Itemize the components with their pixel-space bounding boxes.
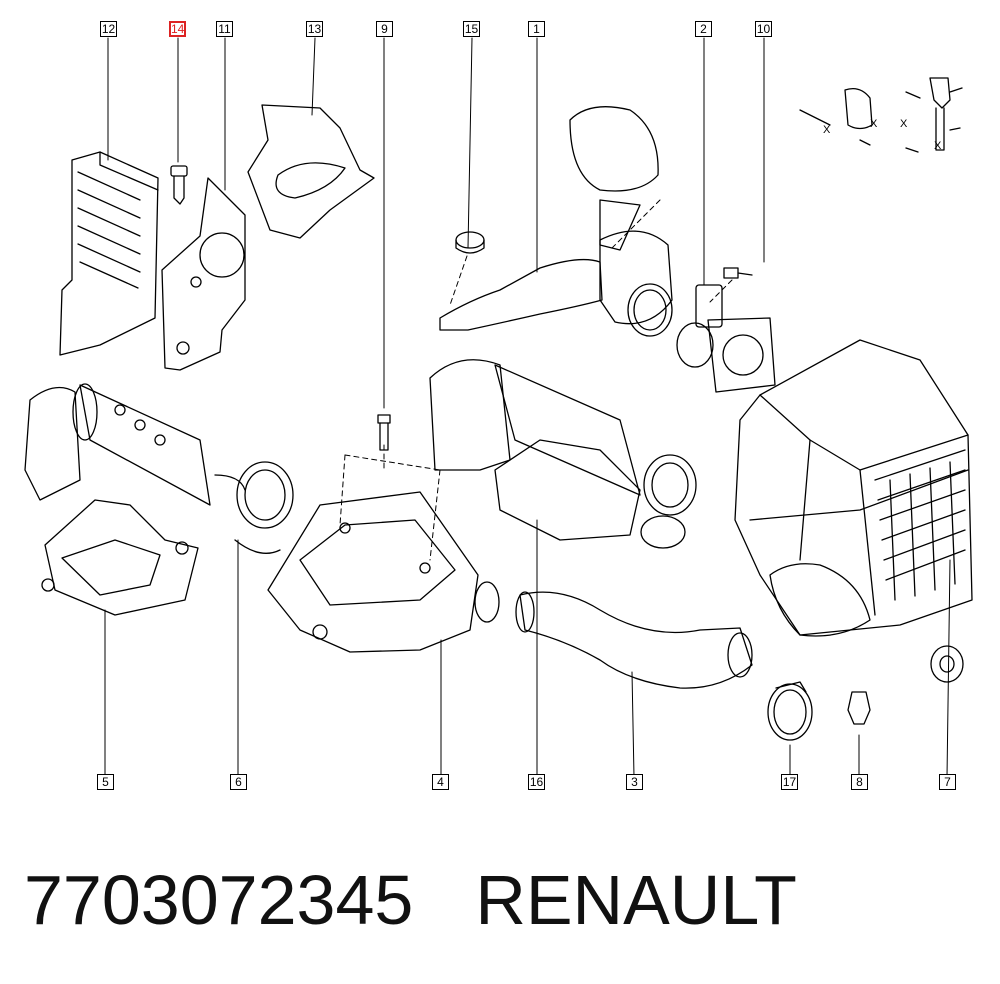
callout-6: 6 [230, 774, 247, 790]
air-box-4 [267, 491, 500, 653]
bolt-10 [723, 267, 753, 279]
callout-16: 16 [528, 774, 545, 790]
hose-3 [515, 591, 753, 689]
callout-10: 10 [755, 21, 772, 37]
intake-hose-1 [439, 106, 673, 337]
clip-14 [170, 165, 188, 205]
part-number: 7703072345 [24, 861, 414, 939]
callout-8: 8 [851, 774, 868, 790]
callout-3: 3 [626, 774, 643, 790]
callout-17: 17 [781, 774, 798, 790]
exploded-parts-diagram [24, 37, 973, 778]
x-mark: X [870, 118, 878, 130]
callout-1: 1 [528, 21, 545, 37]
grommet-8 [847, 691, 871, 725]
x-mark: X [823, 124, 831, 136]
resonator-16 [429, 359, 697, 549]
x-mark: X [934, 140, 942, 152]
shield-13 [247, 104, 375, 239]
callout-15: 15 [463, 21, 480, 37]
callout-11: 11 [216, 21, 233, 37]
screw-9 [377, 414, 391, 451]
callout-7: 7 [939, 774, 956, 790]
brand-name: RENAULT [475, 861, 797, 939]
callout-2: 2 [695, 21, 712, 37]
callout-4: 4 [432, 774, 449, 790]
callout-13: 13 [306, 21, 323, 37]
bracket-11 [161, 177, 246, 371]
resonator-6 [24, 383, 294, 554]
sensor-2 [676, 284, 776, 393]
heat-shield-12 [59, 151, 159, 356]
x-mark: X [900, 118, 908, 130]
callout-14-highlighted: 14 [169, 21, 186, 37]
bush-7 [930, 645, 964, 683]
air-filter-housing [734, 339, 973, 637]
callout-9: 9 [376, 21, 393, 37]
leader-lines [104, 37, 951, 778]
cover-5 [41, 499, 199, 616]
callout-5: 5 [97, 774, 114, 790]
hose-clamp-15 [455, 231, 485, 254]
callout-12: 12 [100, 21, 117, 37]
part-caption: 7703072345 RENAULT [24, 858, 797, 942]
clamp-17 [767, 681, 813, 741]
dashed-guides [339, 199, 733, 561]
detail-inset [799, 77, 963, 153]
